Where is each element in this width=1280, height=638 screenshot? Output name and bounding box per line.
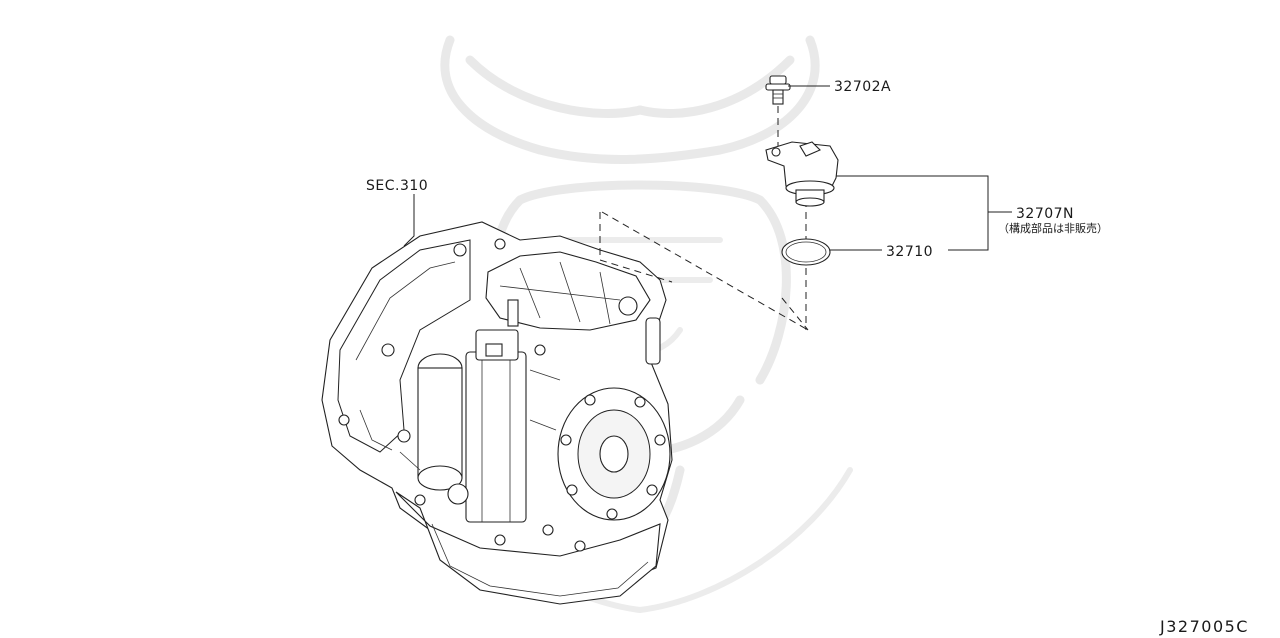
mounting-guide-lines: [599, 106, 809, 331]
o-ring-part: [781, 238, 831, 266]
bolt-part: [765, 75, 791, 105]
speed-sensor-part: [765, 141, 839, 207]
diagram-code-label: J327005C: [1159, 617, 1249, 636]
section-reference-label: SEC.310: [366, 178, 428, 194]
callout-32710-label: 32710: [886, 244, 933, 260]
callout-32702a-label: 32702A: [834, 79, 891, 95]
callout-32707n-note: （構成部品は非販売）: [998, 221, 1108, 235]
leader-lines: [403, 85, 1012, 251]
transmission-assembly: [321, 221, 673, 605]
callout-32707n-label: 32707N: [1016, 206, 1074, 222]
